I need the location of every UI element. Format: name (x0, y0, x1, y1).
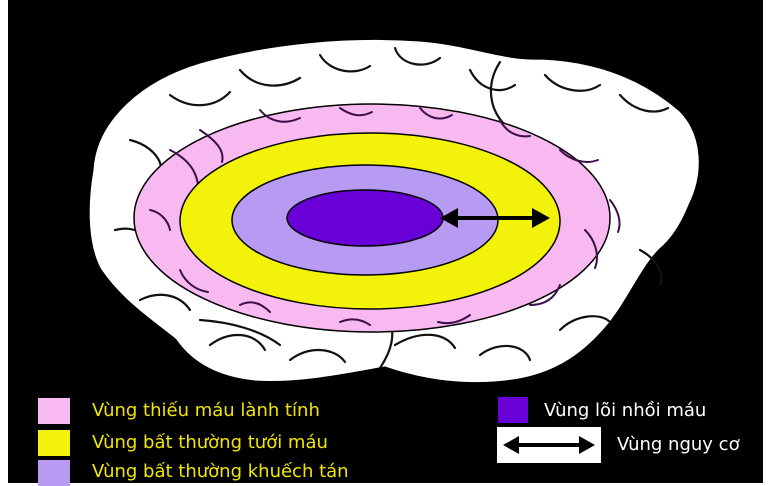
double-arrow-icon (497, 427, 601, 463)
legend-label-infarct-core: Vùng lõi nhồi máu (544, 400, 706, 422)
legend-label-diffusion-abnormality: Vùng bất thường khuếch tán (92, 461, 349, 483)
legend-label-benign-oligemia: Vùng thiếu máu lành tính (92, 400, 320, 422)
legend-label-risk-zone: Vùng nguy cơ (617, 434, 740, 456)
legend-swatch-infarct-core (498, 397, 528, 423)
infarct-core-zone (287, 190, 443, 246)
legend-risk-icon-box (497, 427, 601, 463)
legend-swatch-benign-oligemia (38, 398, 70, 424)
legend-swatch-perfusion-abnormality (38, 430, 70, 456)
legend-label-perfusion-abnormality: Vùng bất thường tưới máu (92, 432, 328, 454)
legend-swatch-diffusion-abnormality (38, 460, 70, 486)
